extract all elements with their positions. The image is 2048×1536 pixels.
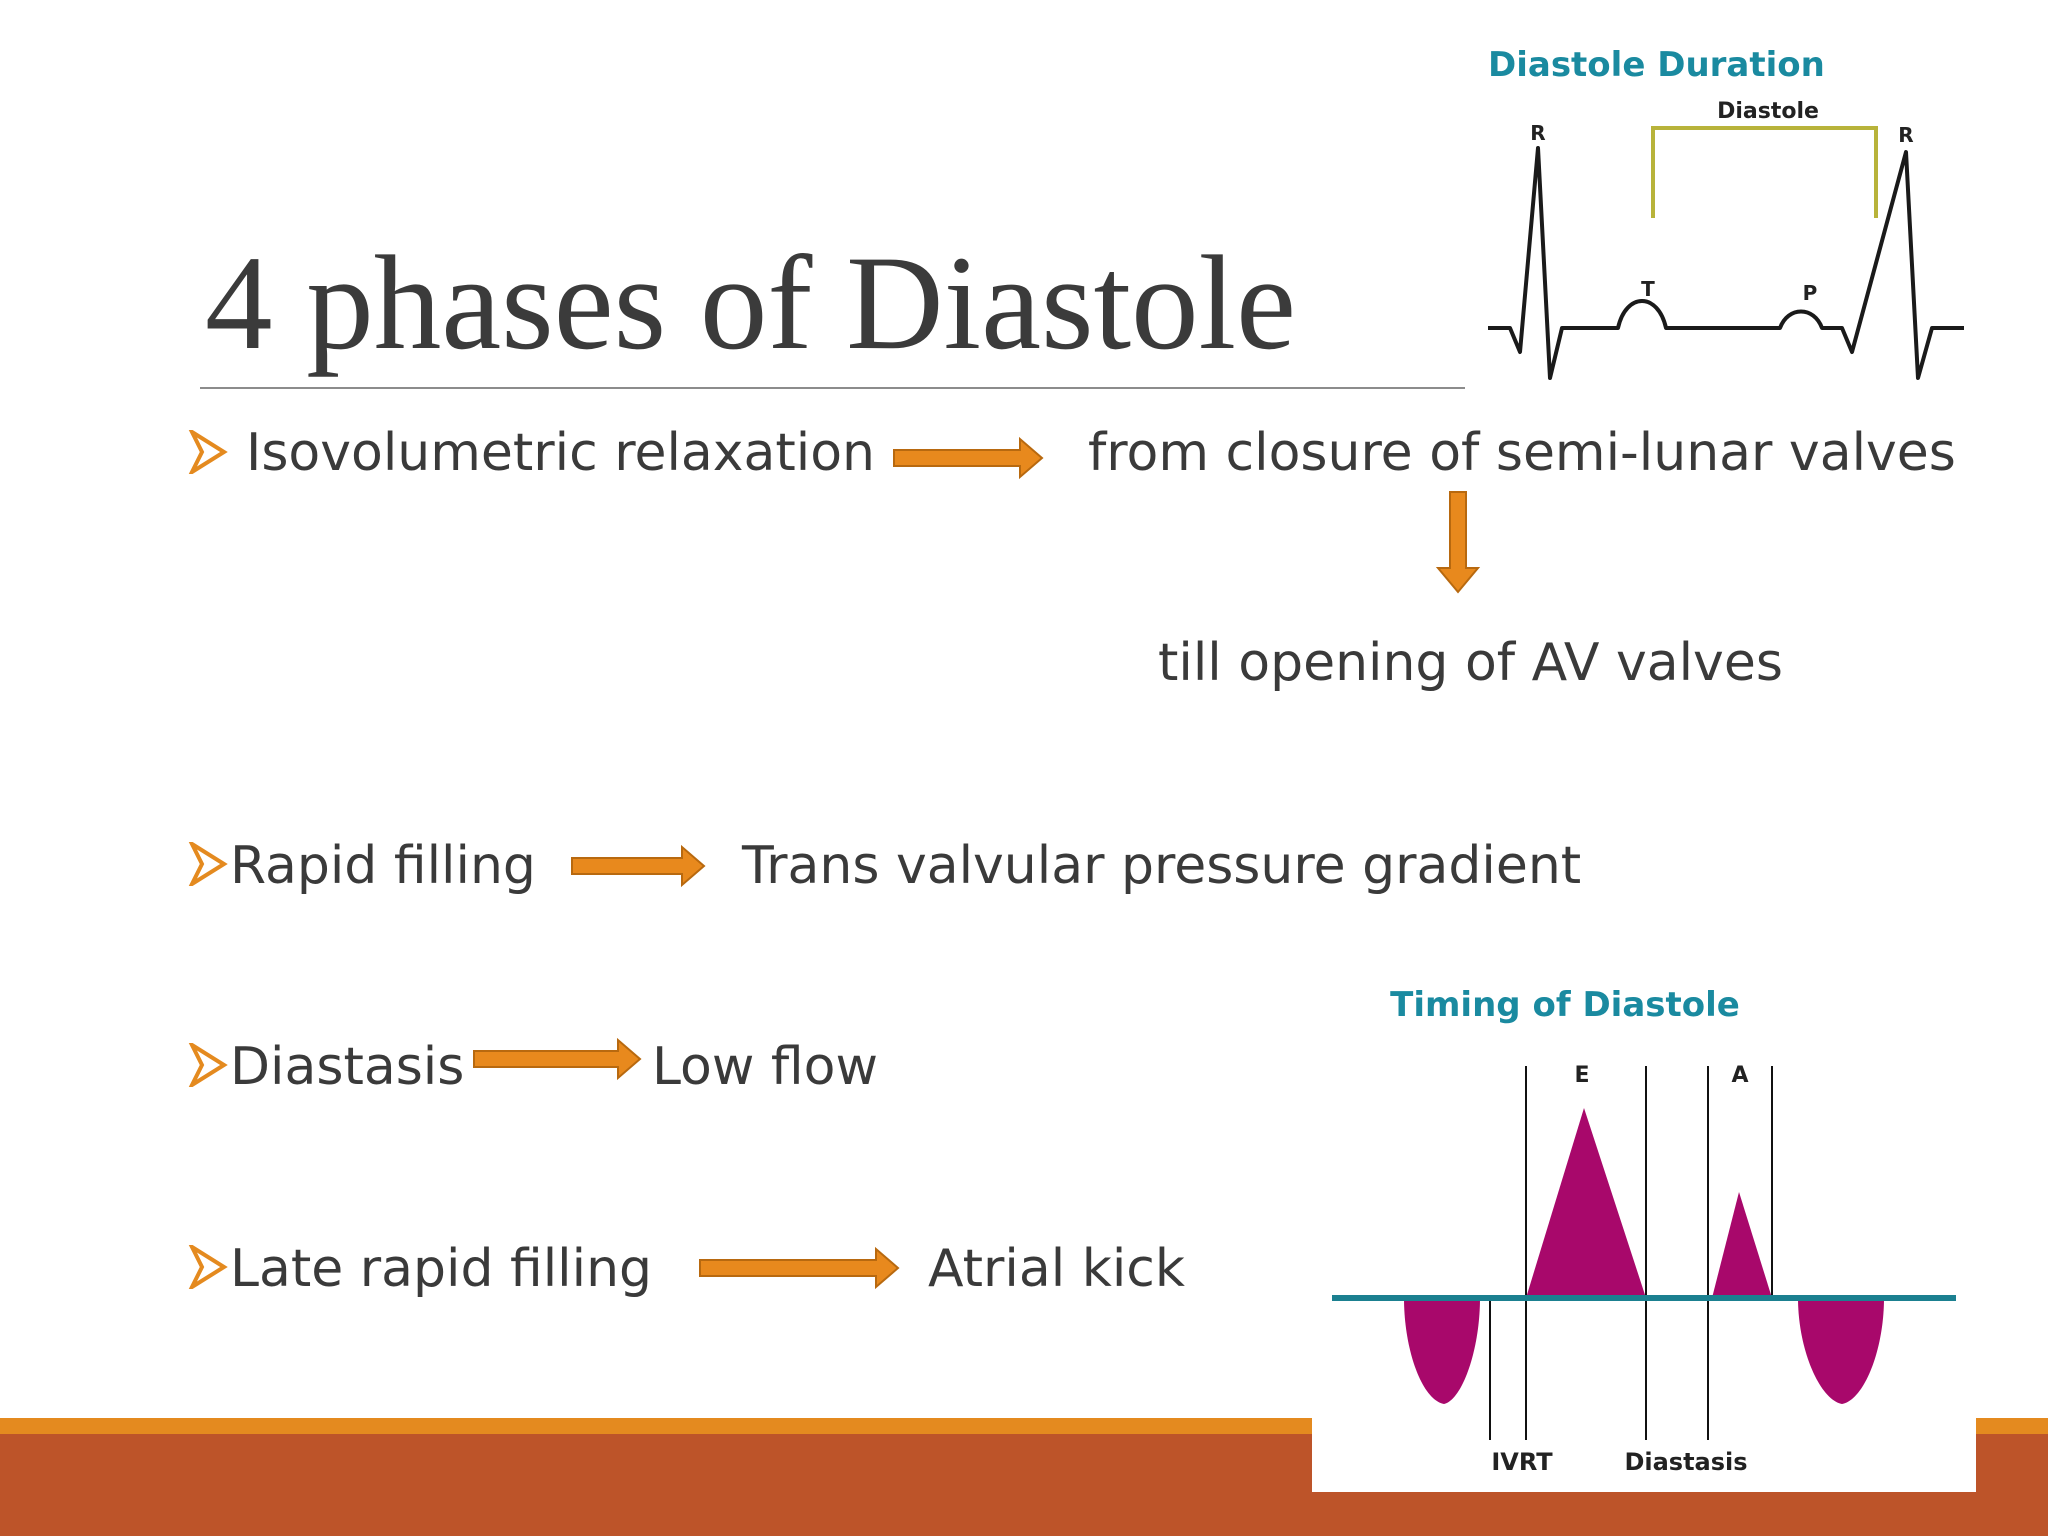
phase-late-rapid-filling: Late rapid filling	[230, 1239, 653, 1299]
t-wave-label: T	[1641, 277, 1655, 301]
diastole-bracket-label: Diastole	[1717, 99, 1819, 124]
right-arrow-icon	[699, 1246, 900, 1290]
ivrt-label: IVRT	[1491, 1448, 1553, 1476]
diastole-bracket	[1651, 126, 1878, 218]
right-arrow-icon	[893, 436, 1044, 480]
desc-atrial-kick: Atrial kick	[928, 1239, 1185, 1299]
down-arrow-icon	[1435, 491, 1481, 594]
e-wave-label: E	[1574, 1063, 1589, 1088]
phase-diastasis: Diastasis	[230, 1037, 465, 1097]
ecg-figure: Diastole Duration Diastole R R T P	[1470, 40, 1980, 400]
phase-rapid-filling: Rapid filling	[230, 836, 536, 896]
ecg-figure-title: Diastole Duration	[1488, 45, 1825, 85]
diastasis-label: Diastasis	[1624, 1448, 1747, 1476]
r-wave-label-right: R	[1898, 123, 1913, 147]
desc-pressure-gradient: Trans valvular pressure gradient	[742, 836, 1582, 896]
phase-boundaries	[1489, 1066, 1773, 1440]
systolic-wave-left	[1404, 1298, 1480, 1404]
desc-closure-semilunar: from closure of semi-lunar valves	[1088, 423, 1956, 483]
bullet-arrow-icon	[188, 430, 228, 474]
systolic-wave-right	[1798, 1298, 1884, 1404]
phase-isovolumetric-relaxation: Isovolumetric relaxation	[246, 423, 876, 483]
right-arrow-icon	[571, 844, 706, 888]
desc-low-flow: Low flow	[652, 1037, 879, 1097]
right-arrow-icon	[473, 1037, 642, 1081]
bullet-arrow-icon	[188, 1043, 228, 1087]
slide-title: 4 phases of Diastole	[205, 229, 1297, 378]
a-wave	[1712, 1192, 1772, 1298]
title-underline	[200, 387, 1465, 389]
ecg-trace	[1488, 146, 1964, 380]
timing-diagram: Timing of Diastole E A IVRT Diastasis	[1332, 985, 1956, 1476]
bullet-arrow-icon	[188, 842, 228, 886]
p-wave-label: P	[1803, 281, 1818, 305]
ecg-diagram: Diastole Duration Diastole R R T P	[1488, 45, 1964, 380]
e-wave	[1526, 1108, 1646, 1298]
a-wave-label: A	[1731, 1063, 1748, 1088]
desc-opening-av-valves: till opening of AV valves	[1158, 633, 1783, 693]
bullet-arrow-icon	[188, 1245, 228, 1289]
timing-figure: Timing of Diastole E A IVRT Diastasis	[1312, 980, 1976, 1492]
r-wave-label-left: R	[1530, 121, 1545, 145]
timing-figure-title: Timing of Diastole	[1390, 985, 1740, 1025]
